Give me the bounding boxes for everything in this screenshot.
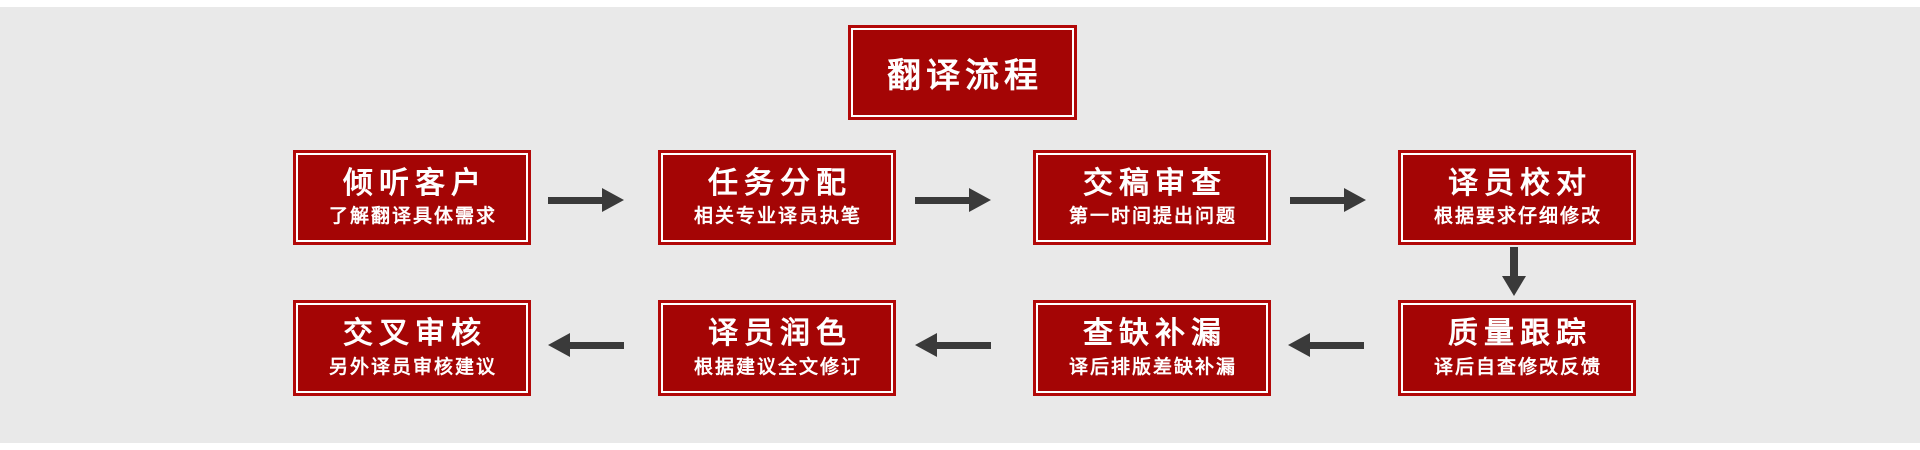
step-subtitle: 另外译员审核建议 [328,356,497,378]
step-quality-tracking: 质量跟踪 译后自查修改反馈 [1398,300,1636,396]
arrow-left-icon [1288,332,1364,358]
step-title: 译员润色 [708,317,852,351]
step-title: 交叉审核 [343,317,487,351]
step-title: 质量跟踪 [1448,317,1592,351]
step-title: 交稿审查 [1083,166,1227,200]
bottom-edge-band [0,443,1920,450]
step-translator-proofreading: 译员校对 根据要求仔细修改 [1398,150,1636,245]
step-subtitle: 了解翻译具体需求 [328,206,497,228]
arrow-right-icon [915,187,991,213]
step-draft-review: 交稿审查 第一时间提出问题 [1033,150,1271,245]
arrow-right-icon [548,187,624,213]
step-subtitle: 根据要求仔细修改 [1433,206,1602,228]
step-subtitle: 根据建议全文修订 [693,356,862,378]
step-subtitle: 译后排版差缺补漏 [1068,356,1237,378]
arrow-right-icon [1290,187,1366,213]
arrow-left-icon [548,332,624,358]
step-translator-polishing: 译员润色 根据建议全文修订 [658,300,896,396]
step-title: 任务分配 [708,166,852,200]
step-task-assignment: 任务分配 相关专业译员执笔 [658,150,896,245]
top-edge-band [0,0,1920,7]
step-title: 译员校对 [1448,166,1592,200]
step-subtitle: 相关专业译员执笔 [693,206,862,228]
step-title: 查缺补漏 [1083,317,1227,351]
step-cross-review: 交叉审核 另外译员审核建议 [293,300,531,396]
flow-title: 翻译流程 [887,57,1043,95]
step-listen-customers: 倾听客户 了解翻译具体需求 [293,150,531,245]
step-subtitle: 第一时间提出问题 [1068,206,1237,228]
flow-title-box: 翻译流程 [848,25,1077,120]
step-gap-filling: 查缺补漏 译后排版差缺补漏 [1033,300,1271,396]
step-title: 倾听客户 [343,166,487,200]
arrow-down-icon [1499,247,1529,296]
arrow-left-icon [915,332,991,358]
step-subtitle: 译后自查修改反馈 [1433,356,1602,378]
